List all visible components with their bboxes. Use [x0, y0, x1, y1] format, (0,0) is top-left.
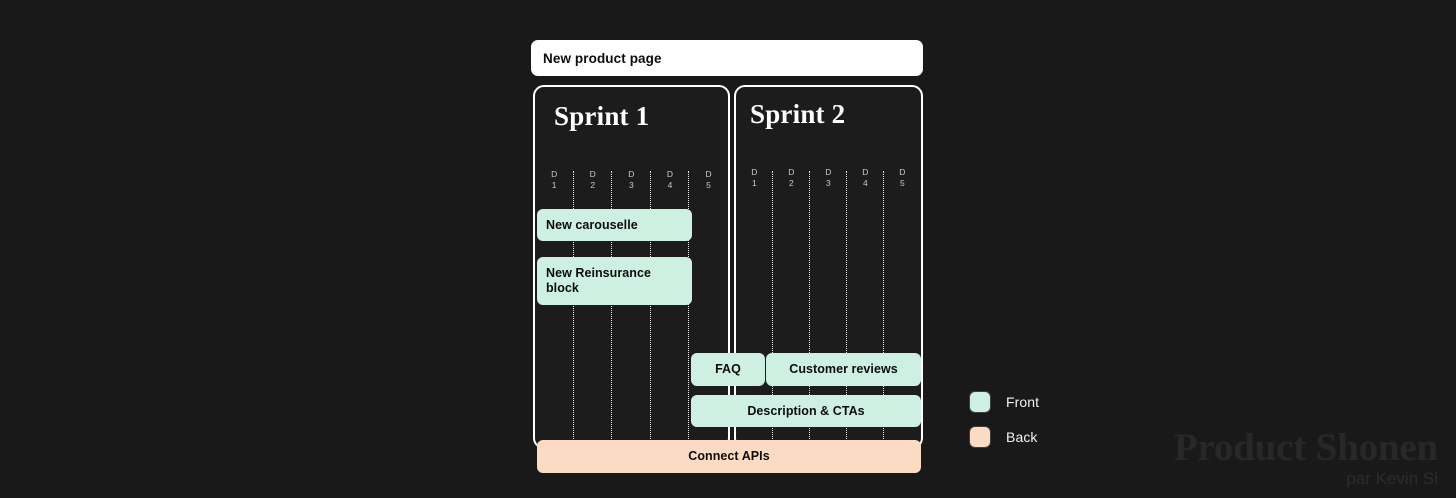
- task-bar-connect-apis[interactable]: Connect APIs: [537, 440, 921, 473]
- legend-label-back: Back: [1006, 429, 1038, 445]
- board-title: New product page: [543, 50, 662, 66]
- legend: Front Back: [969, 389, 1039, 459]
- day-letter: D: [628, 169, 635, 179]
- watermark: Product Shonen par Kevin Si: [1174, 426, 1438, 490]
- day-letter: D: [788, 167, 795, 177]
- day-number: 5: [706, 180, 712, 190]
- day-letter: D: [825, 167, 832, 177]
- sprint-2-day-row: D 1 D 2 D 3 D 4 D 5: [736, 167, 921, 197]
- day-cell-s2-d3: D 3: [810, 167, 847, 197]
- task-bar-faq[interactable]: FAQ: [691, 353, 765, 386]
- day-letter: D: [751, 167, 758, 177]
- task-bar-description-ctas[interactable]: Description & CTAs: [691, 395, 921, 427]
- sprint-2-title: Sprint 2: [750, 99, 846, 129]
- day-cell-s2-d4: D 4: [847, 167, 884, 197]
- day-letter: D: [589, 169, 597, 179]
- day-letter: D: [862, 167, 869, 177]
- day-number: 2: [788, 178, 795, 188]
- legend-swatch-front-icon: [969, 391, 991, 413]
- day-letter: D: [705, 169, 712, 179]
- legend-label-front: Front: [1006, 394, 1040, 410]
- day-number: 1: [551, 180, 557, 190]
- roadmap-board: New product page Sprint 1 D 1 D 2 D 3: [531, 40, 923, 473]
- day-cell-s1-d4: D 4: [651, 169, 690, 199]
- sprint-1-day-row: D 1 D 2 D 3 D 4 D 5: [535, 169, 728, 199]
- day-number: 4: [862, 178, 869, 188]
- legend-item-back: Back: [969, 424, 1039, 450]
- day-number: 3: [628, 180, 634, 190]
- day-cell-s1-d3: D 3: [612, 169, 651, 199]
- day-number: 1: [751, 178, 758, 188]
- day-letter: D: [666, 169, 674, 179]
- day-cell-s1-d5: D 5: [689, 169, 728, 199]
- day-letter: D: [899, 167, 906, 177]
- day-number: 4: [667, 180, 673, 190]
- legend-item-front: Front: [969, 389, 1039, 415]
- sprint-1-title: Sprint 1: [554, 101, 650, 131]
- day-number: 5: [899, 178, 906, 188]
- day-number: 2: [590, 180, 596, 190]
- day-letter: D: [551, 169, 558, 179]
- day-cell-s1-d1: D 1: [535, 169, 574, 199]
- day-cell-s2-d2: D 2: [773, 167, 810, 197]
- task-bar-customer-reviews[interactable]: Customer reviews: [766, 353, 921, 386]
- legend-swatch-back-icon: [969, 426, 991, 448]
- watermark-subtitle: par Kevin Si: [1346, 469, 1438, 488]
- day-number: 3: [825, 178, 832, 188]
- day-cell-s2-d5: D 5: [884, 167, 921, 197]
- task-bars: New carouselle New Reinsurance block FAQ…: [531, 85, 923, 473]
- day-cell-s2-d1: D 1: [736, 167, 773, 197]
- task-bar-new-carouselle[interactable]: New carouselle: [537, 209, 692, 241]
- day-cell-s1-d2: D 2: [574, 169, 613, 199]
- task-bar-new-reinsurance-block[interactable]: New Reinsurance block: [537, 257, 692, 305]
- watermark-title: Product Shonen: [1173, 426, 1438, 469]
- board-title-bar[interactable]: New product page: [531, 40, 923, 76]
